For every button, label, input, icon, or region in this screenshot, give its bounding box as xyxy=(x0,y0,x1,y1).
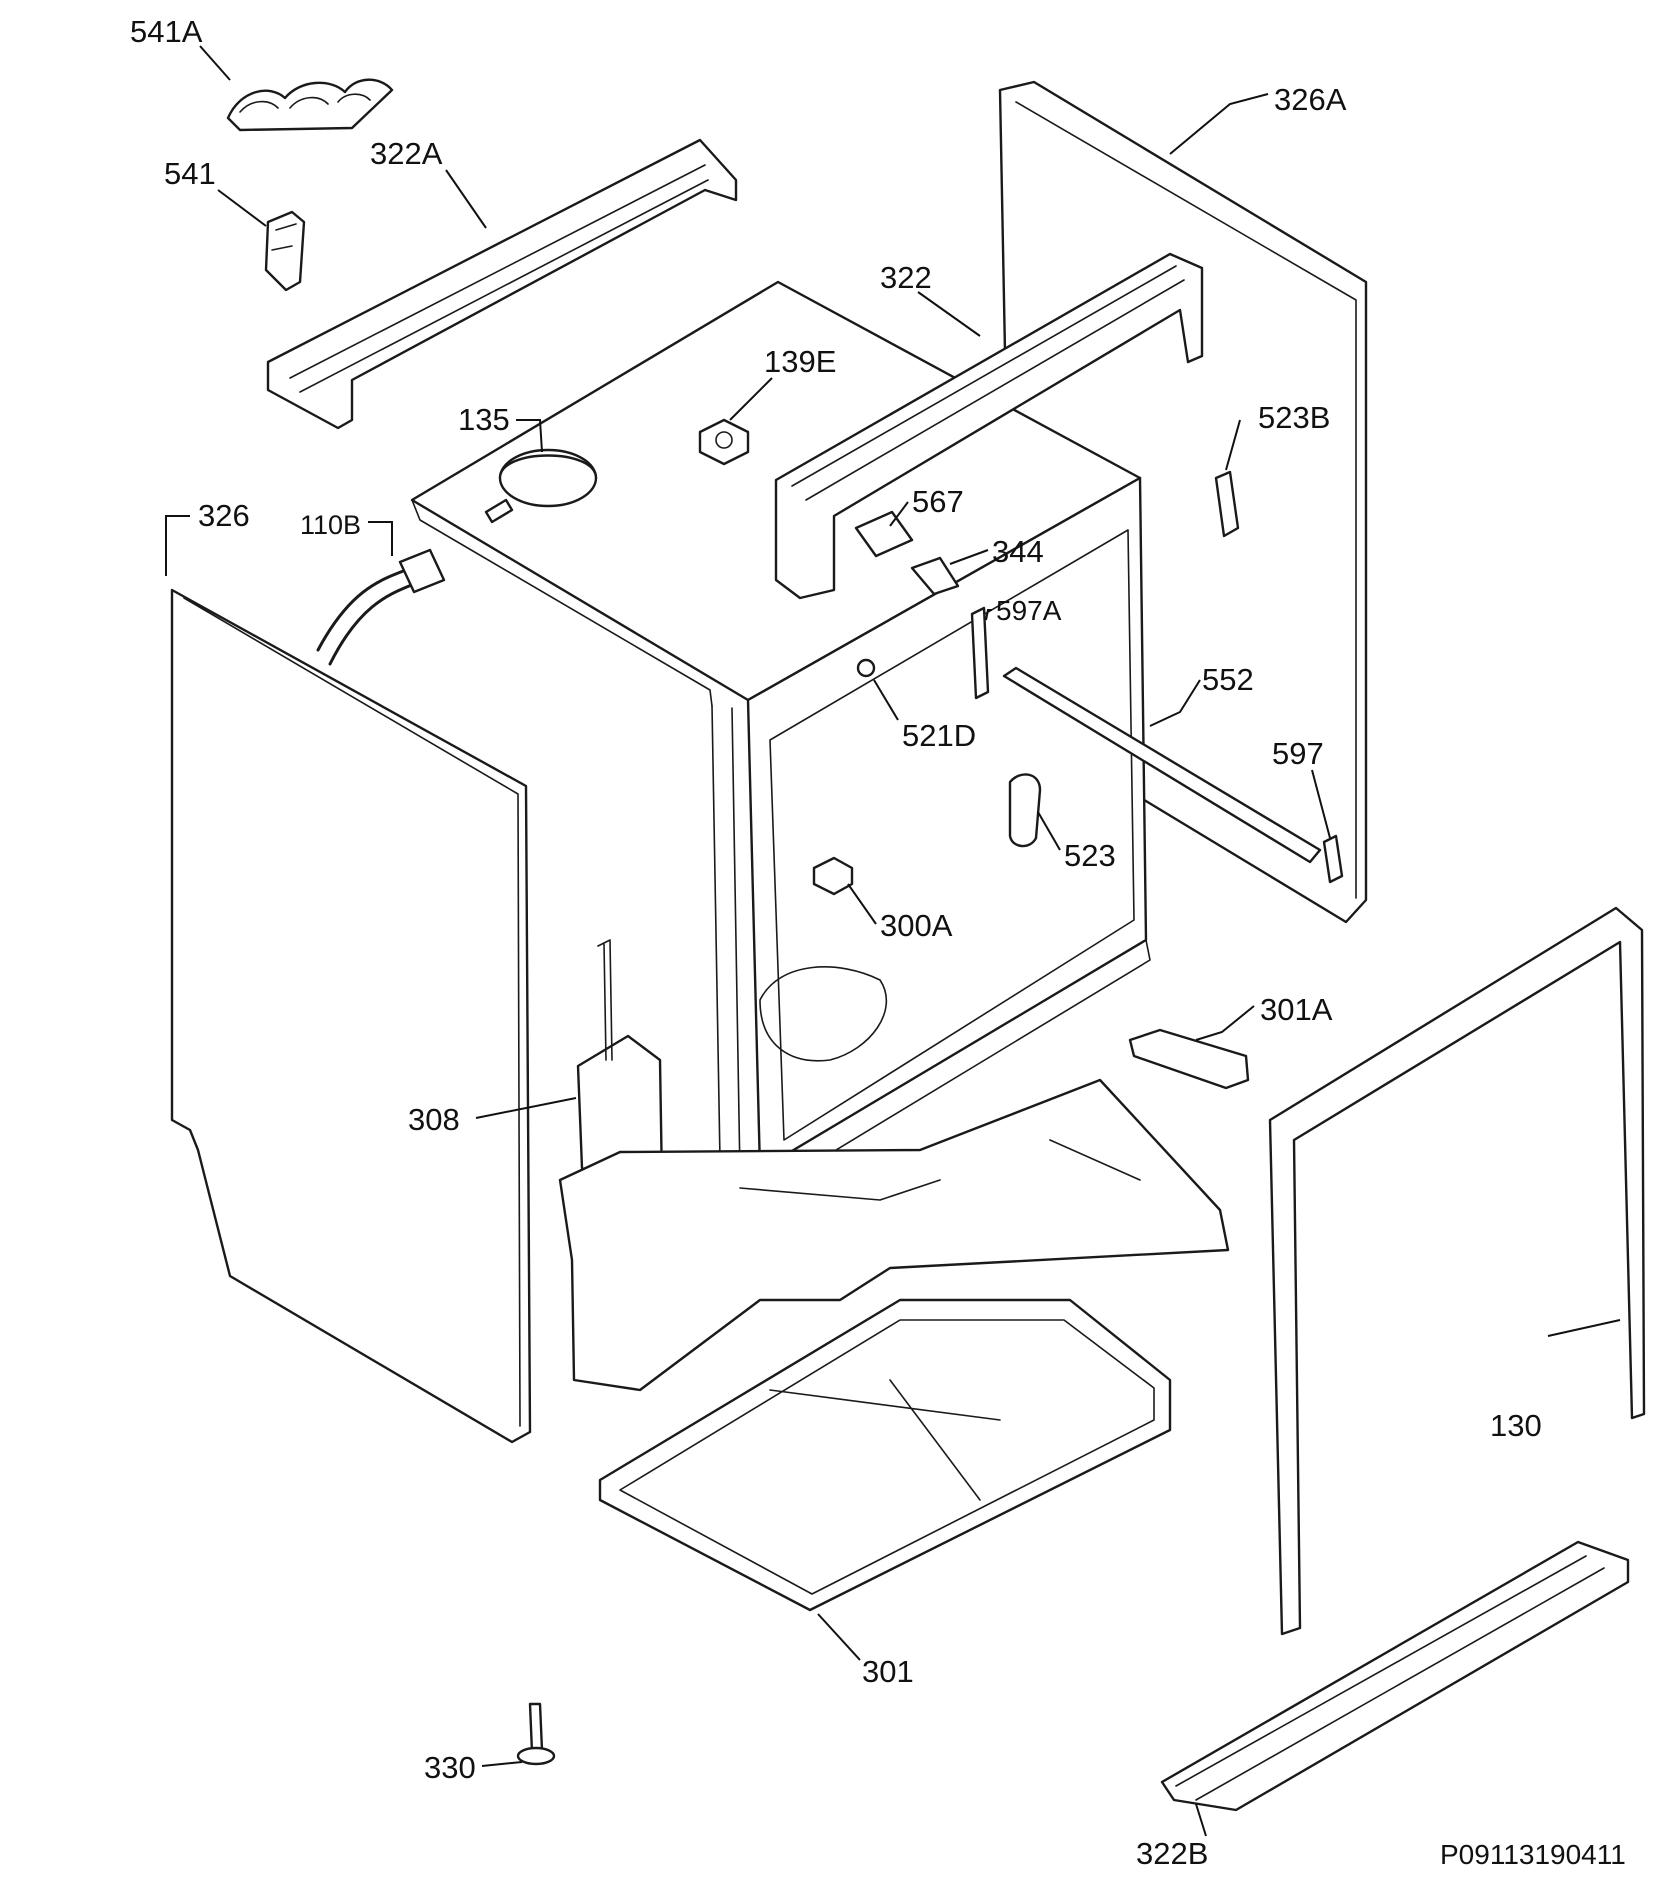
label-597A: 597A xyxy=(996,595,1062,626)
part-521D-grommet xyxy=(856,658,876,678)
label-139E: 139E xyxy=(764,344,836,379)
label-541: 541 xyxy=(164,156,216,191)
label-135: 135 xyxy=(458,402,510,437)
label-301A: 301A xyxy=(1260,992,1333,1027)
label-523: 523 xyxy=(1064,838,1116,873)
part-597-hook xyxy=(1322,834,1344,884)
part-322A-rail xyxy=(266,138,738,430)
part-541-bracket xyxy=(264,210,306,292)
label-326A: 326A xyxy=(1274,82,1347,117)
part-139E-nut xyxy=(698,418,750,466)
part-301A-handle xyxy=(1128,1028,1250,1090)
part-344-pin xyxy=(910,556,960,596)
label-322: 322 xyxy=(880,260,932,295)
part-567-clip xyxy=(854,510,914,558)
part-552-rail xyxy=(1002,666,1322,864)
label-326: 326 xyxy=(198,498,250,533)
label-521D: 521D xyxy=(902,718,976,753)
label-523B: 523B xyxy=(1258,400,1330,435)
part-135-dome xyxy=(484,448,598,524)
drawing-code: P09113190411 xyxy=(1440,1839,1626,1870)
part-110B-hose xyxy=(316,548,446,666)
label-567: 567 xyxy=(912,484,964,519)
part-326-side-panel xyxy=(170,588,532,1444)
part-base-frame xyxy=(558,1078,1230,1392)
label-308: 308 xyxy=(408,1102,460,1137)
part-300A-nut xyxy=(812,856,854,896)
label-322A: 322A xyxy=(370,136,443,171)
part-523B-clip xyxy=(1214,470,1240,538)
part-130-door-seal xyxy=(1268,906,1646,1636)
leader-lines xyxy=(165,45,1621,1837)
label-130: 130 xyxy=(1490,1408,1542,1443)
part-322-rail xyxy=(774,252,1204,600)
label-110B: 110B xyxy=(300,510,361,540)
label-552: 552 xyxy=(1202,662,1254,697)
label-344: 344 xyxy=(992,534,1044,569)
label-322B: 322B xyxy=(1136,1836,1208,1871)
label-541A: 541A xyxy=(130,14,203,49)
part-322B-rail xyxy=(1160,1540,1630,1812)
label-330: 330 xyxy=(424,1750,476,1785)
label-597: 597 xyxy=(1272,736,1324,771)
part-301-base-pan xyxy=(598,1298,1172,1612)
label-301: 301 xyxy=(862,1654,914,1689)
part-330-bolt xyxy=(516,1702,556,1766)
part-597A-hook xyxy=(970,606,990,700)
part-523-clip xyxy=(1008,773,1042,848)
part-541A-clips xyxy=(226,78,394,132)
label-300A: 300A xyxy=(880,908,953,943)
